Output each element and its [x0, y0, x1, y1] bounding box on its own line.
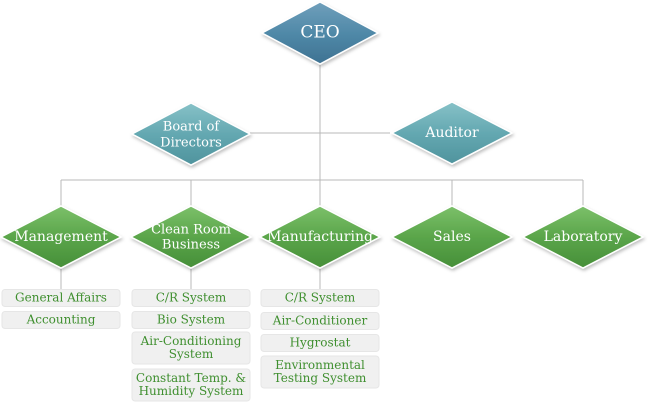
item-label: Bio System — [157, 313, 226, 327]
department-item: C/R System — [260, 289, 380, 307]
department-label: Clean Room — [151, 223, 231, 238]
department-diamond — [129, 205, 253, 269]
department-sales: Sales — [390, 205, 514, 269]
connectors — [60, 62, 584, 289]
department-item: General Affairs — [1, 289, 121, 307]
item-box — [131, 331, 251, 365]
board-node: Board of Directors — [130, 102, 252, 166]
item-box — [131, 311, 251, 329]
item-box — [131, 368, 251, 402]
item-label: Testing System — [274, 371, 367, 385]
item-box — [1, 311, 121, 329]
department-label: Laboratory — [544, 229, 623, 245]
board-label-line-2: Directors — [160, 136, 222, 151]
department-item: C/R System — [131, 289, 251, 307]
item-label: C/R System — [285, 291, 356, 305]
department-label: Management — [14, 229, 108, 245]
department-item: Constant Temp. &Humidity System — [131, 368, 251, 402]
ceo-node: CEO — [260, 1, 380, 65]
department-diamond — [0, 205, 123, 269]
item-label: Air-Conditioning — [140, 334, 242, 348]
department-item: Accounting — [1, 311, 121, 329]
item-box — [1, 289, 121, 307]
item-label: Environmental — [275, 358, 365, 372]
board-diamond — [130, 102, 252, 166]
department-item: Bio System — [131, 311, 251, 329]
department-label: Business — [162, 238, 220, 253]
item-box — [260, 289, 380, 307]
item-box — [260, 312, 380, 330]
item-label: C/R System — [156, 291, 227, 305]
item-box — [260, 355, 380, 389]
item-label: System — [169, 347, 214, 361]
item-label: Air-Conditioner — [272, 314, 368, 328]
item-box — [131, 289, 251, 307]
department-item: Hygrostat — [260, 334, 380, 352]
department-diamond — [521, 205, 645, 269]
auditor-node: Auditor — [390, 101, 514, 165]
item-label: Humidity System — [139, 384, 244, 398]
item-box — [260, 334, 380, 352]
department-label: Sales — [433, 229, 471, 245]
department-label: Manufacturing — [267, 229, 373, 245]
auditor-diamond — [390, 101, 514, 165]
item-label: Hygrostat — [290, 336, 351, 350]
department-item: Air-Conditioner — [260, 312, 380, 330]
item-label: Accounting — [26, 313, 96, 327]
item-label: Constant Temp. & — [136, 371, 246, 385]
auditor-label: Auditor — [424, 125, 479, 141]
ceo-label: CEO — [300, 23, 339, 43]
board-label-line-1: Board of — [163, 120, 221, 135]
department-diamond — [258, 205, 382, 269]
ceo-diamond — [260, 1, 380, 65]
department-diamond — [390, 205, 514, 269]
item-label: General Affairs — [15, 291, 107, 305]
department-laboratory: Laboratory — [521, 205, 645, 269]
